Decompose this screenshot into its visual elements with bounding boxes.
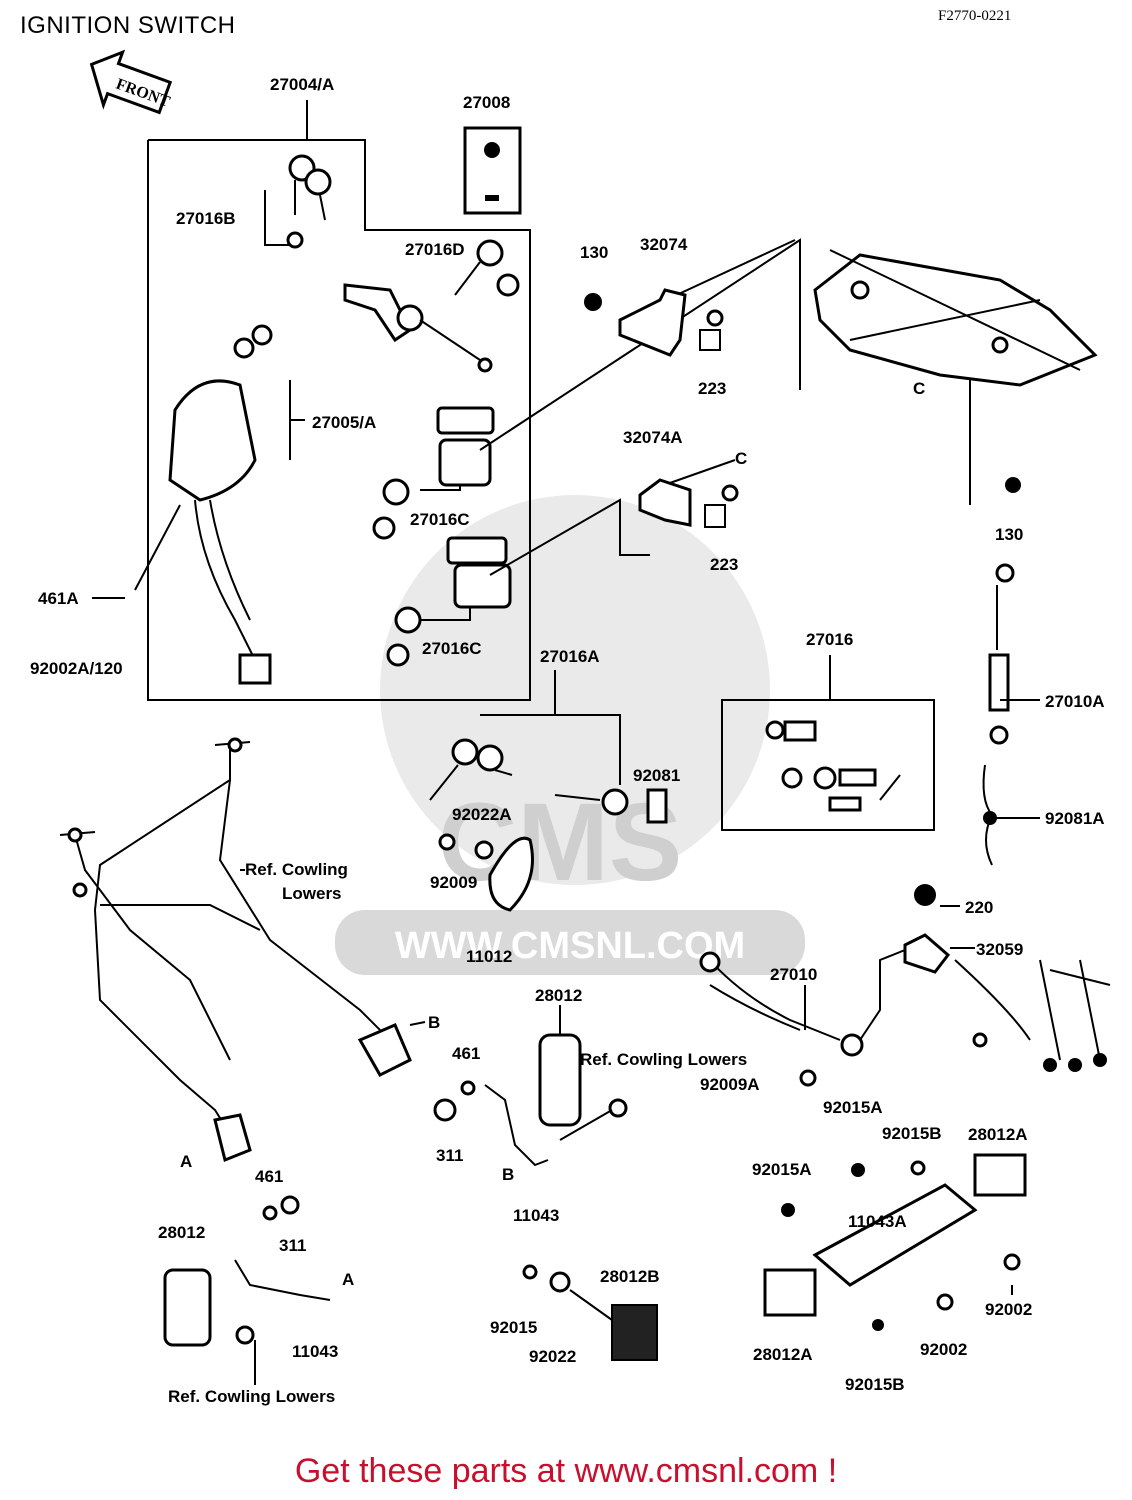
key-set-27016A bbox=[429, 738, 668, 860]
label-27005A: 27005/A bbox=[312, 413, 376, 432]
label-27016B: 27016B bbox=[176, 209, 236, 228]
lock-cylinder-27016C-upper bbox=[372, 406, 495, 540]
label-11043-middle: 11043 bbox=[513, 1206, 559, 1225]
label-92009: 92009 bbox=[430, 873, 477, 892]
label-92081: 92081 bbox=[633, 766, 680, 785]
label-311-lower: 311 bbox=[279, 1236, 306, 1255]
frame-connector-lines bbox=[479, 238, 971, 576]
label-a-lower: A bbox=[342, 1270, 354, 1289]
label-27016C-lower: 27016C bbox=[422, 639, 482, 658]
label-28012-left: 28012 bbox=[158, 1223, 205, 1242]
label-27010: 27010 bbox=[770, 965, 817, 984]
label-92002-right: 92002 bbox=[985, 1300, 1032, 1319]
label-ref-cowling-2: Ref. Cowling Lowers bbox=[580, 1050, 747, 1069]
label-28012A-lower: 28012A bbox=[753, 1345, 813, 1364]
key-card-27008 bbox=[463, 126, 522, 215]
label-28012A-upper: 28012A bbox=[968, 1125, 1028, 1144]
reflector-28012B bbox=[522, 1264, 658, 1361]
label-92015: 92015 bbox=[490, 1318, 537, 1337]
label-92002-lower: 92002 bbox=[920, 1340, 967, 1359]
label-27016: 27016 bbox=[806, 630, 853, 649]
front-arrow-icon: FRONT bbox=[89, 49, 172, 115]
bracket-32074 bbox=[584, 288, 724, 357]
label-92015B-upper: 92015B bbox=[882, 1124, 942, 1143]
label-ref-cowling-1b: Lowers bbox=[282, 884, 342, 903]
label-b-lower: B bbox=[502, 1165, 514, 1184]
label-27008: 27008 bbox=[463, 93, 510, 112]
label-ref-cowling-1a: Ref. Cowling bbox=[245, 860, 348, 879]
rear-frame-assembly bbox=[813, 249, 1098, 493]
label-a-left: A bbox=[180, 1152, 192, 1171]
label-92022: 92022 bbox=[529, 1347, 576, 1366]
label-92015A-upper: 92015A bbox=[823, 1098, 883, 1117]
keys-27004 bbox=[286, 154, 332, 249]
label-92081A: 92081A bbox=[1045, 809, 1105, 828]
watermark-url: WWW.CMSNL.COM bbox=[395, 925, 745, 967]
lock-parts-27016 bbox=[765, 720, 901, 812]
ignition-switch-assembly bbox=[168, 324, 273, 685]
label-28012B: 28012B bbox=[600, 1267, 660, 1286]
label-92002A120: 92002A/120 bbox=[30, 659, 123, 678]
diagram-reference-code: F2770-0221 bbox=[938, 8, 1012, 24]
label-leader-lines bbox=[92, 504, 1040, 1385]
cable-27010A bbox=[982, 563, 1015, 866]
lock-cylinder-27016C-lower bbox=[386, 536, 512, 667]
label-b-upper: B bbox=[428, 1013, 440, 1032]
label-130-right: 130 bbox=[995, 525, 1023, 544]
label-92015A-lower: 92015A bbox=[752, 1160, 812, 1179]
harness-27010 bbox=[699, 884, 1111, 1087]
label-92022A: 92022A bbox=[452, 805, 512, 824]
label-ref-cowling-3: Ref. Cowling Lowers bbox=[168, 1387, 335, 1406]
label-27016C-upper: 27016C bbox=[410, 510, 470, 529]
label-27004A: 27004/A bbox=[270, 75, 334, 94]
label-c-right: C bbox=[735, 449, 747, 468]
bracket-32074A bbox=[638, 478, 739, 528]
label-c-frame: C bbox=[913, 379, 925, 398]
lock-27016D bbox=[343, 239, 520, 373]
label-130-upper: 130 bbox=[580, 243, 608, 262]
cowling-stay-frame bbox=[59, 737, 412, 1163]
footer-link-text[interactable]: Get these parts at www.cmsnl.com ! bbox=[294, 1452, 838, 1490]
bracket-11043A bbox=[763, 1153, 1027, 1331]
page-title: IGNITION SWITCH bbox=[20, 12, 236, 39]
reflector-28012-left bbox=[163, 1195, 331, 1347]
label-28012-middle: 28012 bbox=[535, 986, 582, 1005]
label-32074: 32074 bbox=[640, 235, 688, 254]
label-11012: 11012 bbox=[466, 947, 512, 966]
label-461-lower: 461 bbox=[255, 1167, 283, 1186]
label-27010A: 27010A bbox=[1045, 692, 1105, 711]
label-92009A: 92009A bbox=[700, 1075, 760, 1094]
label-223-lower: 223 bbox=[710, 555, 738, 574]
label-461-middle: 461 bbox=[452, 1044, 480, 1063]
label-461A: 461A bbox=[38, 589, 79, 608]
part-number-labels: 27004/A 27008 27016B 27016D 27005/A 2701… bbox=[30, 75, 1105, 1406]
label-27016D: 27016D bbox=[405, 240, 465, 259]
label-32059: 32059 bbox=[976, 940, 1023, 959]
label-220: 220 bbox=[965, 898, 993, 917]
plate-11012 bbox=[488, 836, 534, 912]
label-223-upper: 223 bbox=[698, 379, 726, 398]
label-311-middle: 311 bbox=[436, 1146, 463, 1165]
label-11043A: 11043A bbox=[848, 1212, 907, 1231]
label-27016A: 27016A bbox=[540, 647, 600, 666]
label-32074A: 32074A bbox=[623, 428, 683, 447]
label-92015B-lower: 92015B bbox=[845, 1375, 905, 1394]
label-11043-lower: 11043 bbox=[292, 1342, 338, 1361]
